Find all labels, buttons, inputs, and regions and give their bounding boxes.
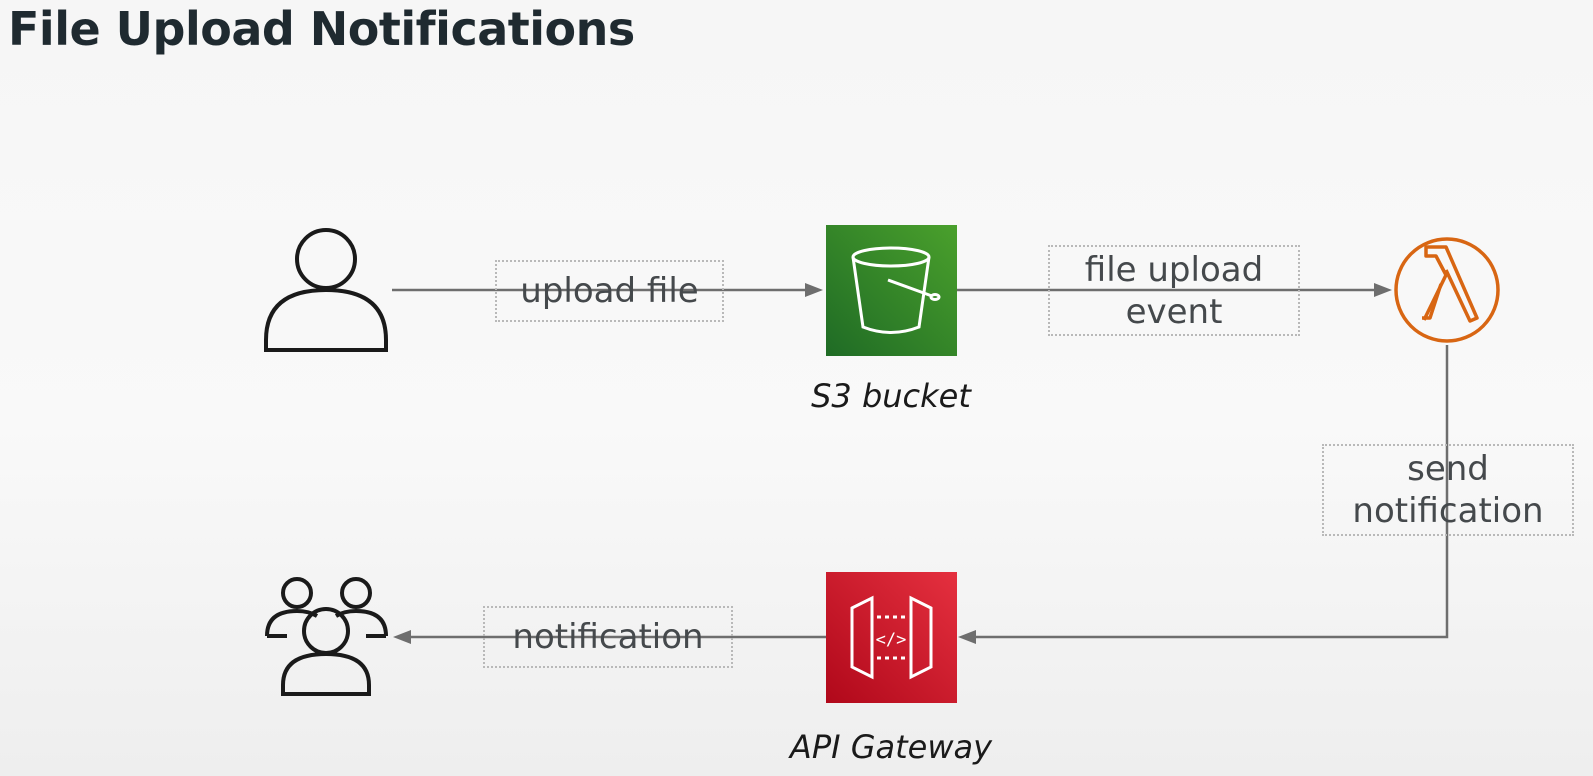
- svg-text:</>: </>: [876, 630, 907, 650]
- arrowhead-to-users: [393, 630, 411, 644]
- s3-bucket-caption: S3 bucket: [811, 377, 971, 415]
- user-icon: [264, 228, 388, 352]
- edge-label-upload-file: upload file: [495, 260, 724, 322]
- arrowhead-to-api: [958, 630, 976, 644]
- api-gateway-icon: </>: [826, 572, 957, 703]
- edge-lambda-to-api: [965, 345, 1449, 639]
- arrowhead-to-lambda: [1374, 283, 1392, 297]
- arrowheads: [393, 283, 1392, 644]
- connector-lines: [392, 288, 1449, 639]
- users-group-icon: [265, 577, 388, 696]
- page-title: File Upload Notifications: [8, 2, 635, 56]
- edge-label-file-upload-event: file upload event: [1048, 245, 1300, 336]
- api-gateway-caption: API Gateway: [789, 728, 993, 766]
- lambda-icon: [1394, 237, 1500, 343]
- edge-label-notification: notification: [483, 606, 733, 668]
- s3-bucket-icon: [826, 225, 957, 356]
- arrowhead-to-s3: [805, 283, 823, 297]
- edge-label-send-notification: send notification: [1322, 444, 1574, 536]
